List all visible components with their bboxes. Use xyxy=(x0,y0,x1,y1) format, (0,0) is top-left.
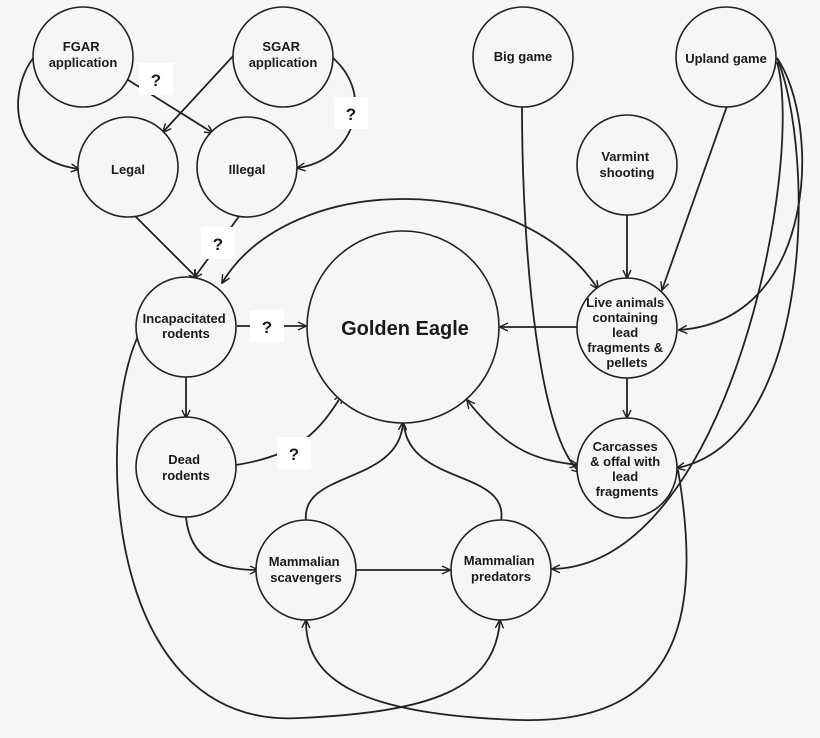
svg-text:Mammalian predators: Mammalian predators xyxy=(464,553,538,584)
node-big-game: Big game xyxy=(472,6,574,108)
svg-text:Carcasses & offal with: Carcasses & offal with lead fragments xyxy=(590,439,664,499)
svg-text:Legal: Legal xyxy=(111,162,145,177)
question-mark-fgar-illegal: ? xyxy=(139,63,173,95)
question-mark-dead-eagle: ? xyxy=(277,437,311,469)
node-mammalian-scavengers: Mammalian scavengers xyxy=(255,519,357,621)
edge-upland-to-live-side xyxy=(679,57,803,330)
edge-upland-to-live xyxy=(662,105,728,290)
node-legal: Legal xyxy=(77,116,179,218)
svg-text:?: ? xyxy=(346,105,356,124)
svg-text:Incapacitated rodents: Incapacitated rodents xyxy=(143,311,230,341)
edge-biggame-to-carcass xyxy=(521,105,580,472)
svg-text:?: ? xyxy=(213,235,223,254)
node-sgar: SGAR application xyxy=(232,6,334,108)
node-upland-game: Upland game xyxy=(675,6,777,108)
svg-text:Live animals containin: Live animals containing lead fragments &… xyxy=(586,295,668,370)
edge-eagle-carcass xyxy=(467,400,578,465)
edge-incap-to-pred xyxy=(116,331,500,719)
svg-text:?: ? xyxy=(289,445,299,464)
svg-text:Big game: Big game xyxy=(494,49,553,64)
question-mark-incap-eagle: ? xyxy=(250,310,284,342)
edge-dead-to-scav xyxy=(185,516,258,570)
edge-sgar-to-legal xyxy=(163,54,235,132)
edge-upland-to-pred xyxy=(552,61,784,569)
question-marks-group: ? ? ? ? ? xyxy=(139,63,368,469)
svg-text:Dead rodents: Dead rodents xyxy=(162,452,210,483)
svg-text:SGAR application: SGAR application xyxy=(249,39,318,70)
nodes-group: FGAR application SGAR application Big ga… xyxy=(32,6,777,621)
svg-text:Golden Eagle: Golden Eagle xyxy=(341,318,469,340)
question-mark-sgar-illegal: ? xyxy=(334,97,368,129)
svg-text:Varmint shooting: Varmint shooting xyxy=(600,149,655,180)
svg-text:FGAR application: FGAR application xyxy=(49,39,118,70)
edge-incap-live-arc xyxy=(222,198,598,289)
svg-text:?: ? xyxy=(262,318,272,337)
node-incapacitated-rodents: Incapacitated rodents xyxy=(135,276,237,378)
node-fgar: FGAR application xyxy=(32,6,134,108)
edge-legal-to-incap xyxy=(132,213,197,278)
node-mammalian-predators: Mammalian predators xyxy=(450,519,552,621)
node-live-animals: Live animals containing lead fragments &… xyxy=(576,277,678,379)
edge-scav-to-eagle xyxy=(305,422,403,522)
node-carcasses: Carcasses & offal with lead fragments xyxy=(576,417,678,519)
svg-text:Mammalian scavengers: Mammalian scavengers xyxy=(269,554,343,585)
node-dead-rodents: Dead rodents xyxy=(135,416,237,518)
edge-pred-to-eagle xyxy=(403,424,503,522)
node-varmint-shooting: Varmint shooting xyxy=(576,114,678,216)
node-golden-eagle: Golden Eagle xyxy=(306,230,500,424)
edge-fgar-to-illegal xyxy=(119,74,213,133)
svg-text:?: ? xyxy=(151,71,161,90)
svg-text:Illegal: Illegal xyxy=(229,162,266,177)
edges-group xyxy=(17,54,803,721)
node-illegal: Illegal xyxy=(196,116,298,218)
edge-fgar-to-legal xyxy=(17,56,79,169)
question-mark-illegal-incap: ? xyxy=(201,227,235,259)
edge-upland-to-carcass xyxy=(677,57,800,468)
svg-text:Upland game: Upland game xyxy=(685,51,767,66)
edge-carcass-to-scav xyxy=(306,469,688,721)
